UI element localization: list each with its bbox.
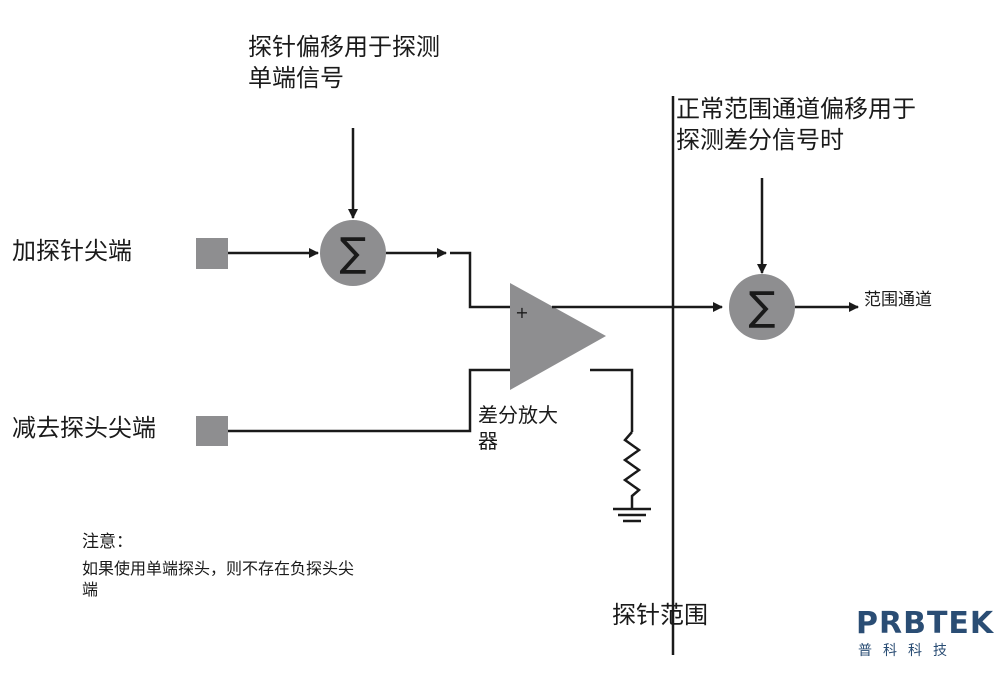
sigma-symbol-2: ∑ <box>749 284 776 330</box>
prbtek-logo: PRBTEK <box>856 606 995 641</box>
note-body: 如果使用单端探头，则不存在负探头尖 端 <box>82 559 355 599</box>
diff-amplifier-triangle <box>510 283 606 390</box>
minus-input-wire <box>228 368 512 433</box>
resistor-icon <box>622 431 642 508</box>
sigma-symbol: ∑ <box>340 230 367 276</box>
probe-offset-single-label: 探针偏移用于探测 单端信号 <box>248 33 440 93</box>
range-offset-summer <box>729 274 795 340</box>
note-title: 注意： <box>82 532 133 552</box>
plus-tip-label: 加探针尖端 <box>12 237 132 265</box>
probe-offset-summer <box>320 220 386 286</box>
minus-tip-label: 减去探头尖端 <box>12 414 156 442</box>
prbtek-logo-subtitle: 普科科技 <box>858 643 958 659</box>
plus-tip-terminal <box>196 238 228 269</box>
plus-sign: + <box>515 303 528 322</box>
resistor-wire <box>590 368 634 432</box>
plus-input-wire <box>450 251 512 309</box>
ground-icon <box>613 507 651 523</box>
diff-amp-label: 差分放大 器 <box>478 403 558 453</box>
probe-range-label: 探针范围 <box>612 601 708 629</box>
range-offset-diff-label: 正常范围通道偏移用于 探测差分信号时 <box>676 95 916 155</box>
range-channel-label: 范围通道 <box>864 290 932 310</box>
minus-tip-terminal <box>196 416 228 446</box>
